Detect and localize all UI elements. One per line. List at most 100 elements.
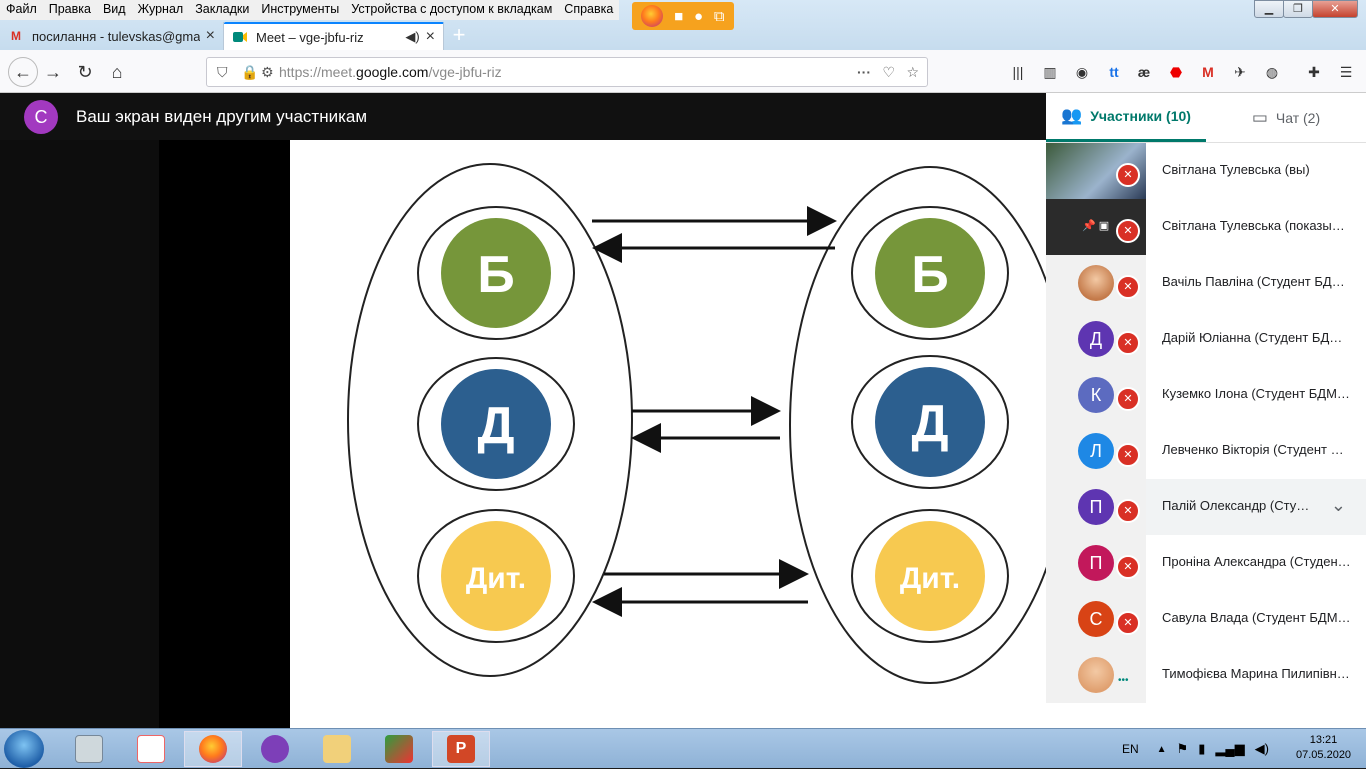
participant-name: Левченко Вікторія (Студент … — [1162, 442, 1344, 457]
avatar: Л — [1078, 433, 1114, 469]
speaker-icon[interactable]: ◀) — [405, 29, 420, 44]
calculator-icon — [75, 735, 103, 763]
shield-icon[interactable]: ⛉ — [217, 63, 228, 80]
pin-icon[interactable]: 📌 ▣ — [1082, 220, 1110, 232]
ae-extension-icon[interactable]: æ — [1137, 64, 1151, 80]
tab-gmail[interactable]: M посилання - tulevskas@gmail. × — [0, 22, 224, 50]
right-node-d — [875, 367, 985, 477]
start-button[interactable] — [4, 730, 44, 768]
restore-button[interactable]: ❐ — [1283, 0, 1313, 18]
participant-row[interactable]: Д✕Дарій Юліанна (Студент БДМ… — [1046, 311, 1366, 367]
participant-name: Світлана Тулевська (показы… — [1162, 218, 1345, 233]
firefox-icon — [199, 735, 227, 763]
lock-icon[interactable]: 🔒 — [241, 63, 259, 80]
participant-row[interactable]: ✕Вачіль Павліна (Студент БД… — [1046, 255, 1366, 311]
participant-row[interactable]: П✕Проніна Александра (Студен… — [1046, 535, 1366, 591]
avatar: П — [1078, 545, 1114, 581]
clock[interactable]: 13:21 07.05.2020 — [1296, 733, 1351, 763]
shared-slide: Б Д Дит. Б Д Дит. — [290, 140, 1071, 728]
participant-row[interactable]: •••Тимофієва Марина Пилипівн… — [1046, 647, 1366, 703]
app-taskbar-button[interactable] — [370, 731, 428, 767]
menu-synced-tabs[interactable]: Устройства с доступом к вкладкам — [351, 2, 553, 16]
close-tab-icon[interactable]: × — [205, 27, 215, 44]
volume-icon[interactable]: ◀) — [1254, 741, 1269, 756]
paint-taskbar-button[interactable] — [122, 731, 180, 767]
minimize-button[interactable]: ▁ — [1254, 0, 1284, 18]
participant-row[interactable]: П✕Палій Олександр (Сту…⌄ — [1046, 479, 1366, 535]
page-actions-icon[interactable]: ··· — [857, 64, 871, 80]
menu-help[interactable]: Справка — [564, 2, 614, 16]
tab-meet[interactable]: Meet – vge-jbfu-riz ◀) × — [224, 22, 444, 50]
calculator-taskbar-button[interactable] — [60, 731, 118, 767]
gmail-icon: M — [11, 29, 21, 43]
tab-chat[interactable]: ▭Чат (2) — [1206, 93, 1366, 142]
participant-name: Куземко Ілона (Студент БДМ… — [1162, 386, 1350, 401]
avatar — [1078, 265, 1114, 301]
forward-button[interactable]: → — [44, 61, 62, 82]
tor-taskbar-button[interactable] — [246, 731, 304, 767]
right-node-b — [875, 218, 985, 328]
url-text: https://meet.google.com/vge-jbfu-riz — [279, 64, 502, 80]
explorer-taskbar-button[interactable] — [308, 731, 366, 767]
menu-view[interactable]: Вид — [102, 2, 126, 16]
windows-taskbar: P EN ▲ ⚑ ▮ ▂▄▆ ◀) 13:21 07.05.2020 — [0, 728, 1366, 768]
participants-panel: 👥Участники (10) ▭Чат (2) ✕Світлана Тулев… — [1046, 93, 1366, 728]
menu-bar: Файл Правка Вид Журнал Закладки Инструме… — [0, 0, 620, 20]
sidebar-icon[interactable]: ▥ — [1043, 63, 1057, 80]
translate-extension-icon[interactable]: tt — [1109, 64, 1119, 80]
clock-date: 07.05.2020 — [1296, 749, 1352, 761]
menu-history[interactable]: Журнал — [137, 2, 184, 16]
participant-row[interactable]: Л✕ Левченко Вікторія (Студент … — [1046, 423, 1366, 479]
pocket-icon[interactable]: ♡ — [882, 63, 895, 80]
left-group-ellipse — [347, 163, 633, 677]
url-bar[interactable]: ⛉ 🔒 ⚙ https://meet.google.com/vge-jbfu-r… — [206, 57, 928, 87]
menu-file[interactable]: Файл — [6, 2, 37, 16]
letterbox — [159, 140, 290, 728]
muted-mic-icon: ✕ — [1116, 443, 1140, 467]
firefox-taskbar-button[interactable] — [184, 731, 242, 767]
participant-row[interactable]: С✕Савула Влада (Студент БДМ… — [1046, 591, 1366, 647]
extension-icon[interactable]: ✈ — [1234, 63, 1246, 80]
left-label-d: Д — [477, 397, 514, 455]
language-indicator[interactable]: EN — [1122, 742, 1139, 756]
close-tab-icon[interactable]: × — [425, 28, 435, 45]
participant-row[interactable]: ✕Світлана Тулевська (вы) — [1046, 143, 1366, 199]
flag-icon[interactable]: ⚑ — [1176, 741, 1189, 756]
chevron-down-icon[interactable]: ⌄ — [1330, 495, 1346, 515]
sharing-indicator[interactable]: ■ ● ⧉ — [632, 2, 734, 30]
menu-tools[interactable]: Инструменты — [261, 2, 340, 16]
muted-mic-icon: ✕ — [1116, 331, 1140, 355]
new-tab-button[interactable]: + — [452, 22, 466, 47]
powerpoint-taskbar-button[interactable]: P — [432, 731, 490, 767]
menu-edit[interactable]: Правка — [48, 2, 91, 16]
tor-icon — [261, 735, 289, 763]
menu-icon[interactable]: ☰ — [1339, 63, 1353, 80]
extensions-icon[interactable]: ✚ — [1308, 63, 1320, 80]
back-button[interactable]: ← — [8, 57, 38, 87]
avatar: С — [24, 100, 58, 134]
network-icon[interactable]: ▂▄▆ — [1215, 741, 1245, 756]
tab-title: посилання - tulevskas@gmail. — [32, 28, 200, 44]
close-window-button[interactable]: ✕ — [1312, 0, 1358, 18]
folder-icon — [323, 735, 351, 763]
bookmark-star-icon[interactable]: ☆ — [906, 63, 919, 80]
adblock-icon[interactable]: ⬣ — [1169, 63, 1183, 80]
participant-row[interactable]: К✕Куземко Ілона (Студент БДМ… — [1046, 367, 1366, 423]
library-icon[interactable]: ||| — [1012, 64, 1024, 80]
muted-mic-icon: ✕ — [1116, 163, 1140, 187]
muted-mic-icon: ✕ — [1116, 219, 1140, 243]
tab-participants[interactable]: 👥Участники (10) — [1046, 93, 1206, 142]
menu-bookmarks[interactable]: Закладки — [195, 2, 250, 16]
reload-button[interactable]: ↻ — [77, 61, 93, 82]
tab-title: Meet – vge-jbfu-riz — [256, 29, 364, 45]
power-icon[interactable]: ▮ — [1198, 741, 1206, 756]
participant-row[interactable]: 📌 ▣ ✕ Світлана Тулевська (показы… — [1046, 199, 1366, 255]
muted-mic-icon: ✕ — [1116, 499, 1140, 523]
account-icon[interactable]: ◉ — [1075, 63, 1089, 80]
avatar — [1078, 657, 1114, 693]
permissions-icon[interactable]: ⚙ — [261, 63, 274, 80]
home-button[interactable]: ⌂ — [111, 61, 123, 82]
globe-icon[interactable]: ◍ — [1265, 63, 1279, 80]
show-hidden-icons[interactable]: ▲ — [1156, 743, 1167, 755]
gmail-notifier-icon[interactable]: M — [1202, 64, 1214, 80]
